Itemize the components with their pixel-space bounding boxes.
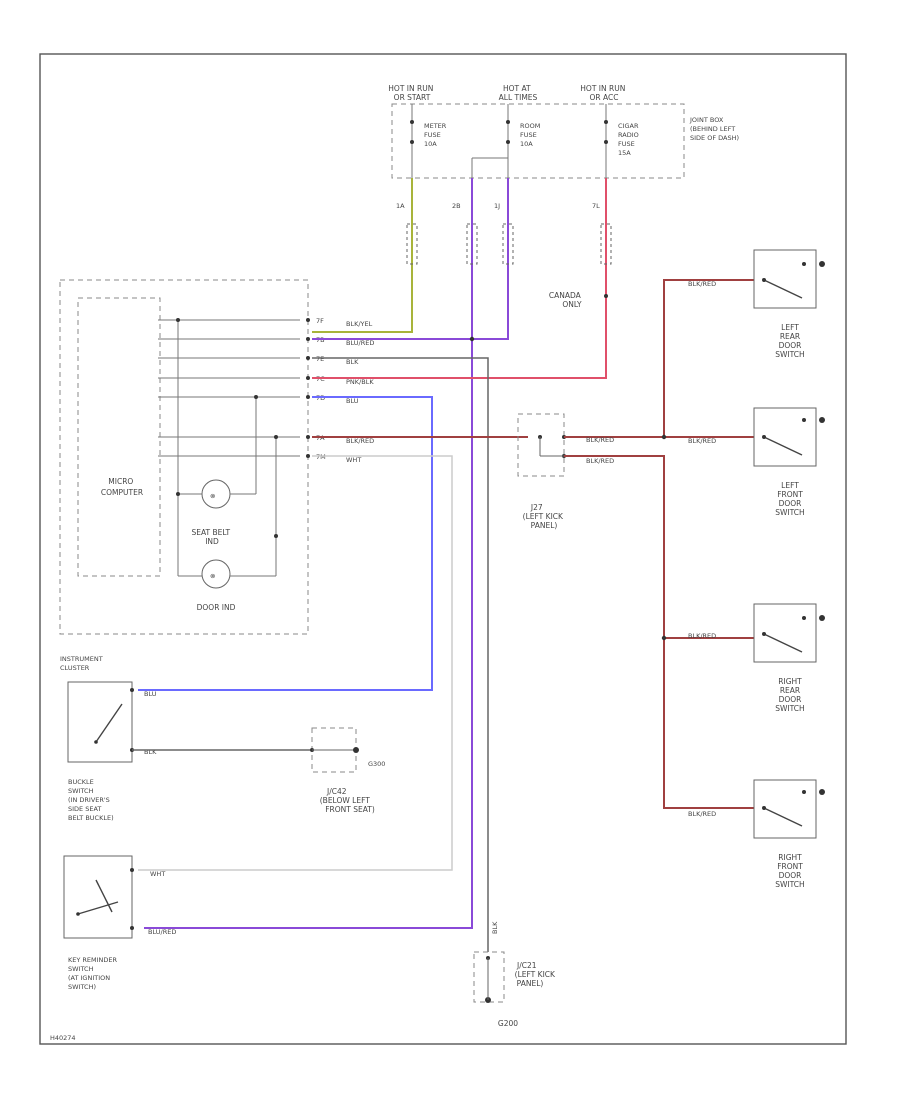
cluster-wire-blk: BLK (144, 748, 157, 756)
cluster-wire-blu: BLU (144, 690, 157, 698)
wire-blu-7d (138, 396, 433, 691)
wire-7b-label: BLU/RED (346, 339, 374, 347)
joint-box-label: JOINT BOX (BEHIND LEFT SIDE OF DASH) (689, 116, 739, 142)
buckle-switch-label: BUCKLE SWITCH (IN DRIVER'S SIDE SEAT BEL… (68, 778, 114, 822)
svg-text:⊗: ⊗ (210, 492, 215, 500)
micro-computer-label: MICRO COMPUTER (101, 477, 143, 497)
key-reminder-switch: WHT BLU/RED KEY REMINDER SWITCH (AT IGNI… (63, 855, 176, 991)
pin-1a: 1A (396, 202, 405, 210)
key-wire-blured: BLU/RED (148, 928, 176, 936)
pin-7f: 7F (316, 317, 324, 325)
door-wire-label-rr: BLK/RED (688, 632, 716, 640)
hot-at-all-label: HOT AT ALL TIMES (499, 84, 538, 102)
wire-blu-red-1j (312, 178, 509, 340)
canada-only-label: CANADA ONLY (549, 291, 583, 309)
door-ind-label: DOOR IND (197, 603, 236, 612)
jc21-wire-blk: BLK (491, 921, 499, 934)
room-fuse-label: ROOM FUSE 10A (520, 122, 542, 148)
door-wire-label-lf: BLK/RED (688, 437, 716, 445)
pin-1j: 1J (494, 202, 500, 210)
door-switch-bus (663, 279, 754, 809)
seat-belt-ind-label: SEAT BELT IND (191, 528, 232, 546)
wire-pnk-blk (312, 178, 607, 379)
svg-text:⊗: ⊗ (210, 572, 215, 580)
jc21-label: J/C21 (LEFT KICK PANEL) (515, 961, 558, 988)
cigar-fuse-label: CIGAR RADIO FUSE 15A (618, 122, 641, 157)
wire-7m-label: WHT (346, 456, 361, 464)
wire-blu-red-2b (144, 178, 473, 929)
j27-wire-label-1: BLK/RED (586, 436, 614, 444)
hot-run-left-label: HOT IN RUN OR START (388, 84, 435, 102)
pin-7l: 7L (592, 202, 600, 210)
jc21-connector: BLK J/C21 (LEFT KICK PANEL) G200 (473, 921, 558, 1028)
wire-7f-label: BLK/YEL (346, 320, 373, 328)
j27-label: J27 (LEFT KICK PANEL) (523, 503, 566, 530)
pin-7m: 7M (316, 453, 326, 461)
wire-blk-7e (312, 357, 489, 952)
jc42-connector: G300 J/C42 (BELOW LEFT FRONT SEAT) (310, 727, 385, 814)
wire-7d-label: BLU (346, 397, 359, 405)
g300-label: G300 (368, 760, 385, 768)
key-reminder-label: KEY REMINDER SWITCH (AT IGNITION SWITCH) (68, 956, 119, 991)
door-wire-label-rf: BLK/RED (688, 810, 716, 818)
pin-7e: 7E (316, 355, 324, 363)
wire-7a-label: BLK/RED (346, 437, 374, 445)
instrument-cluster-label: INSTRUMENT CLUSTER (60, 655, 105, 672)
pin-2b: 2B (452, 202, 461, 210)
wire-wht-7m (138, 455, 453, 871)
diagram-frame (39, 53, 847, 1045)
j27-connector: J27 (LEFT KICK PANEL) (517, 413, 566, 530)
seat-belt-ind-lamp (201, 479, 231, 509)
joint-box: HOT IN RUN OR START HOT AT ALL TIMES HOT… (388, 84, 739, 210)
door-wire-label-lr: BLK/RED (688, 280, 716, 288)
micro-computer: MICRO COMPUTER ⊗ SEAT BELT IND ⊗ DOOR (59, 279, 374, 635)
hot-run-right-label: HOT IN RUN OR ACC (580, 84, 627, 102)
door-ind-lamp (201, 559, 231, 589)
inline-connectors (406, 223, 612, 265)
key-wire-wht: WHT (150, 870, 165, 878)
figure-id: H40274 (50, 1034, 76, 1042)
jc42-label: J/C42 (BELOW LEFT FRONT SEAT) (320, 787, 375, 814)
meter-fuse-label: METER FUSE 10A (424, 122, 448, 148)
wire-7c-label: PNK/BLK (346, 378, 374, 386)
buckle-switch: INSTRUMENT CLUSTER BLU BLK BUCKLE SWITCH… (60, 655, 157, 822)
g200-label: G200 (498, 1019, 518, 1028)
wire-7e-label: BLK (346, 358, 359, 366)
j27-wire-label-2: BLK/RED (586, 457, 614, 465)
wire-blk-yel (312, 178, 413, 333)
